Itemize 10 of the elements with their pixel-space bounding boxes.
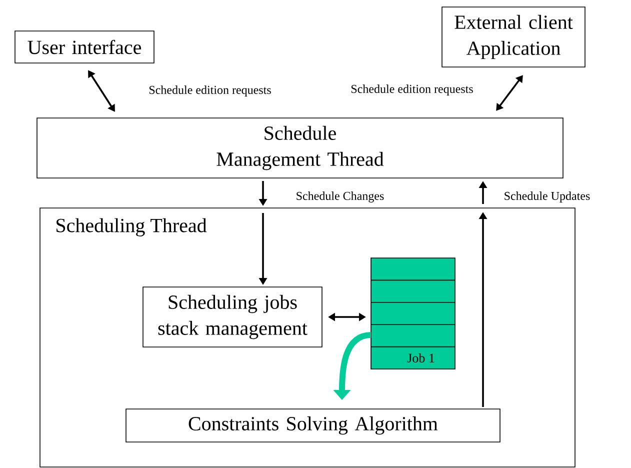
edge-label: Schedule Changes xyxy=(294,190,386,204)
process-box: Scheduling jobs stack management xyxy=(142,286,322,348)
edge-label: Schedule Updates xyxy=(502,190,592,204)
process-box: Constraints Solving Algorithm xyxy=(126,408,500,442)
edge-label: Schedule edition requests xyxy=(148,84,272,98)
process-box: Schedule Management Thread xyxy=(36,118,564,178)
process-box: User interface xyxy=(14,30,154,64)
edge-label: Schedule edition requests xyxy=(350,84,474,96)
job-stack: Job 1 xyxy=(370,258,456,370)
process-box: External client Application xyxy=(442,6,586,68)
